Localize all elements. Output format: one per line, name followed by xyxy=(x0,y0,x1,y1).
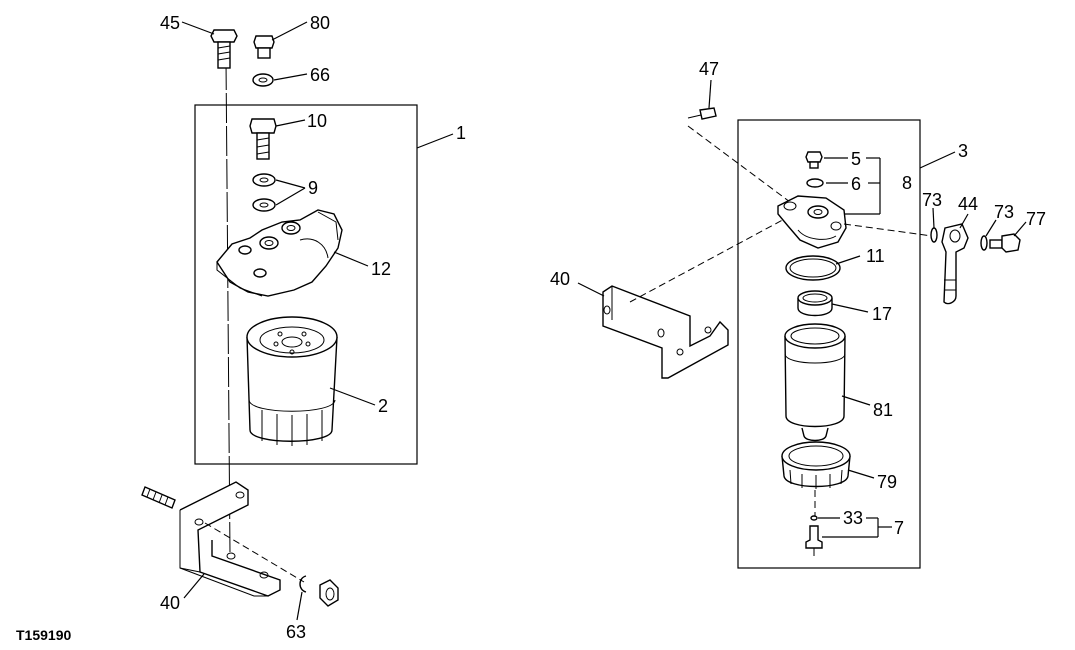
callout-73-left: 73 xyxy=(922,190,942,210)
callout-44: 44 xyxy=(958,194,978,214)
callout-5: 5 xyxy=(851,149,861,169)
callout-79: 79 xyxy=(877,472,897,492)
filter-head-12-icon xyxy=(216,209,343,297)
washer-66-icon xyxy=(252,73,274,87)
callout-10: 10 xyxy=(307,111,327,131)
plug-5-icon xyxy=(805,151,823,169)
callout-6: 6 xyxy=(851,174,861,194)
filter-element-2-icon xyxy=(246,316,338,446)
o-ring-11-icon xyxy=(785,255,841,281)
bolt-77-icon xyxy=(989,233,1021,253)
nut-icon xyxy=(319,579,339,607)
callout-2: 2 xyxy=(378,396,388,416)
callout-63: 63 xyxy=(286,622,306,642)
washer-73-right-icon xyxy=(980,235,988,251)
filter-bowl-81-icon xyxy=(784,323,846,442)
callout-47: 47 xyxy=(699,59,719,79)
bracket-40-right-icon xyxy=(602,285,729,379)
callout-11: 11 xyxy=(866,246,885,266)
screw-47-icon xyxy=(687,107,717,120)
callout-40-left: 40 xyxy=(160,593,180,613)
callout-7: 7 xyxy=(894,518,904,538)
bowl-nut-79-icon xyxy=(781,441,851,489)
callout-8: 8 xyxy=(902,173,912,193)
callout-40-right: 40 xyxy=(550,269,570,289)
bracket-40-left-icon xyxy=(179,481,281,597)
callout-1: 1 xyxy=(456,123,466,143)
callout-45: 45 xyxy=(160,13,180,33)
washers-9-icon xyxy=(252,173,276,212)
ring-17-icon xyxy=(797,290,833,317)
left-assembly-frame xyxy=(194,104,418,465)
callout-77: 77 xyxy=(1026,209,1046,229)
callout-66: 66 xyxy=(310,65,330,85)
bolt-80-icon xyxy=(253,35,275,59)
callout-3: 3 xyxy=(958,141,968,161)
washer-6-icon xyxy=(806,178,824,188)
callout-17: 17 xyxy=(872,304,892,324)
callout-12: 12 xyxy=(371,259,391,279)
washer-73-left-icon xyxy=(930,227,938,243)
drain-plug-33-icon xyxy=(805,515,823,556)
callout-33: 33 xyxy=(843,508,863,528)
callout-73-right: 73 xyxy=(994,202,1014,222)
stud-bolt-icon xyxy=(141,486,176,509)
clip-63-icon xyxy=(299,575,307,593)
bolt-10-icon xyxy=(249,118,277,160)
filter-head-right-icon xyxy=(777,195,847,249)
callout-81: 81 xyxy=(873,400,893,420)
figure-id: T159190 xyxy=(16,627,71,643)
callout-9: 9 xyxy=(308,178,318,198)
callout-80: 80 xyxy=(310,13,330,33)
left-alignment-line xyxy=(225,59,231,556)
banjo-fitting-44-icon xyxy=(941,223,969,305)
bolt-45-icon xyxy=(210,29,238,69)
right-assembly-frame xyxy=(737,119,921,569)
